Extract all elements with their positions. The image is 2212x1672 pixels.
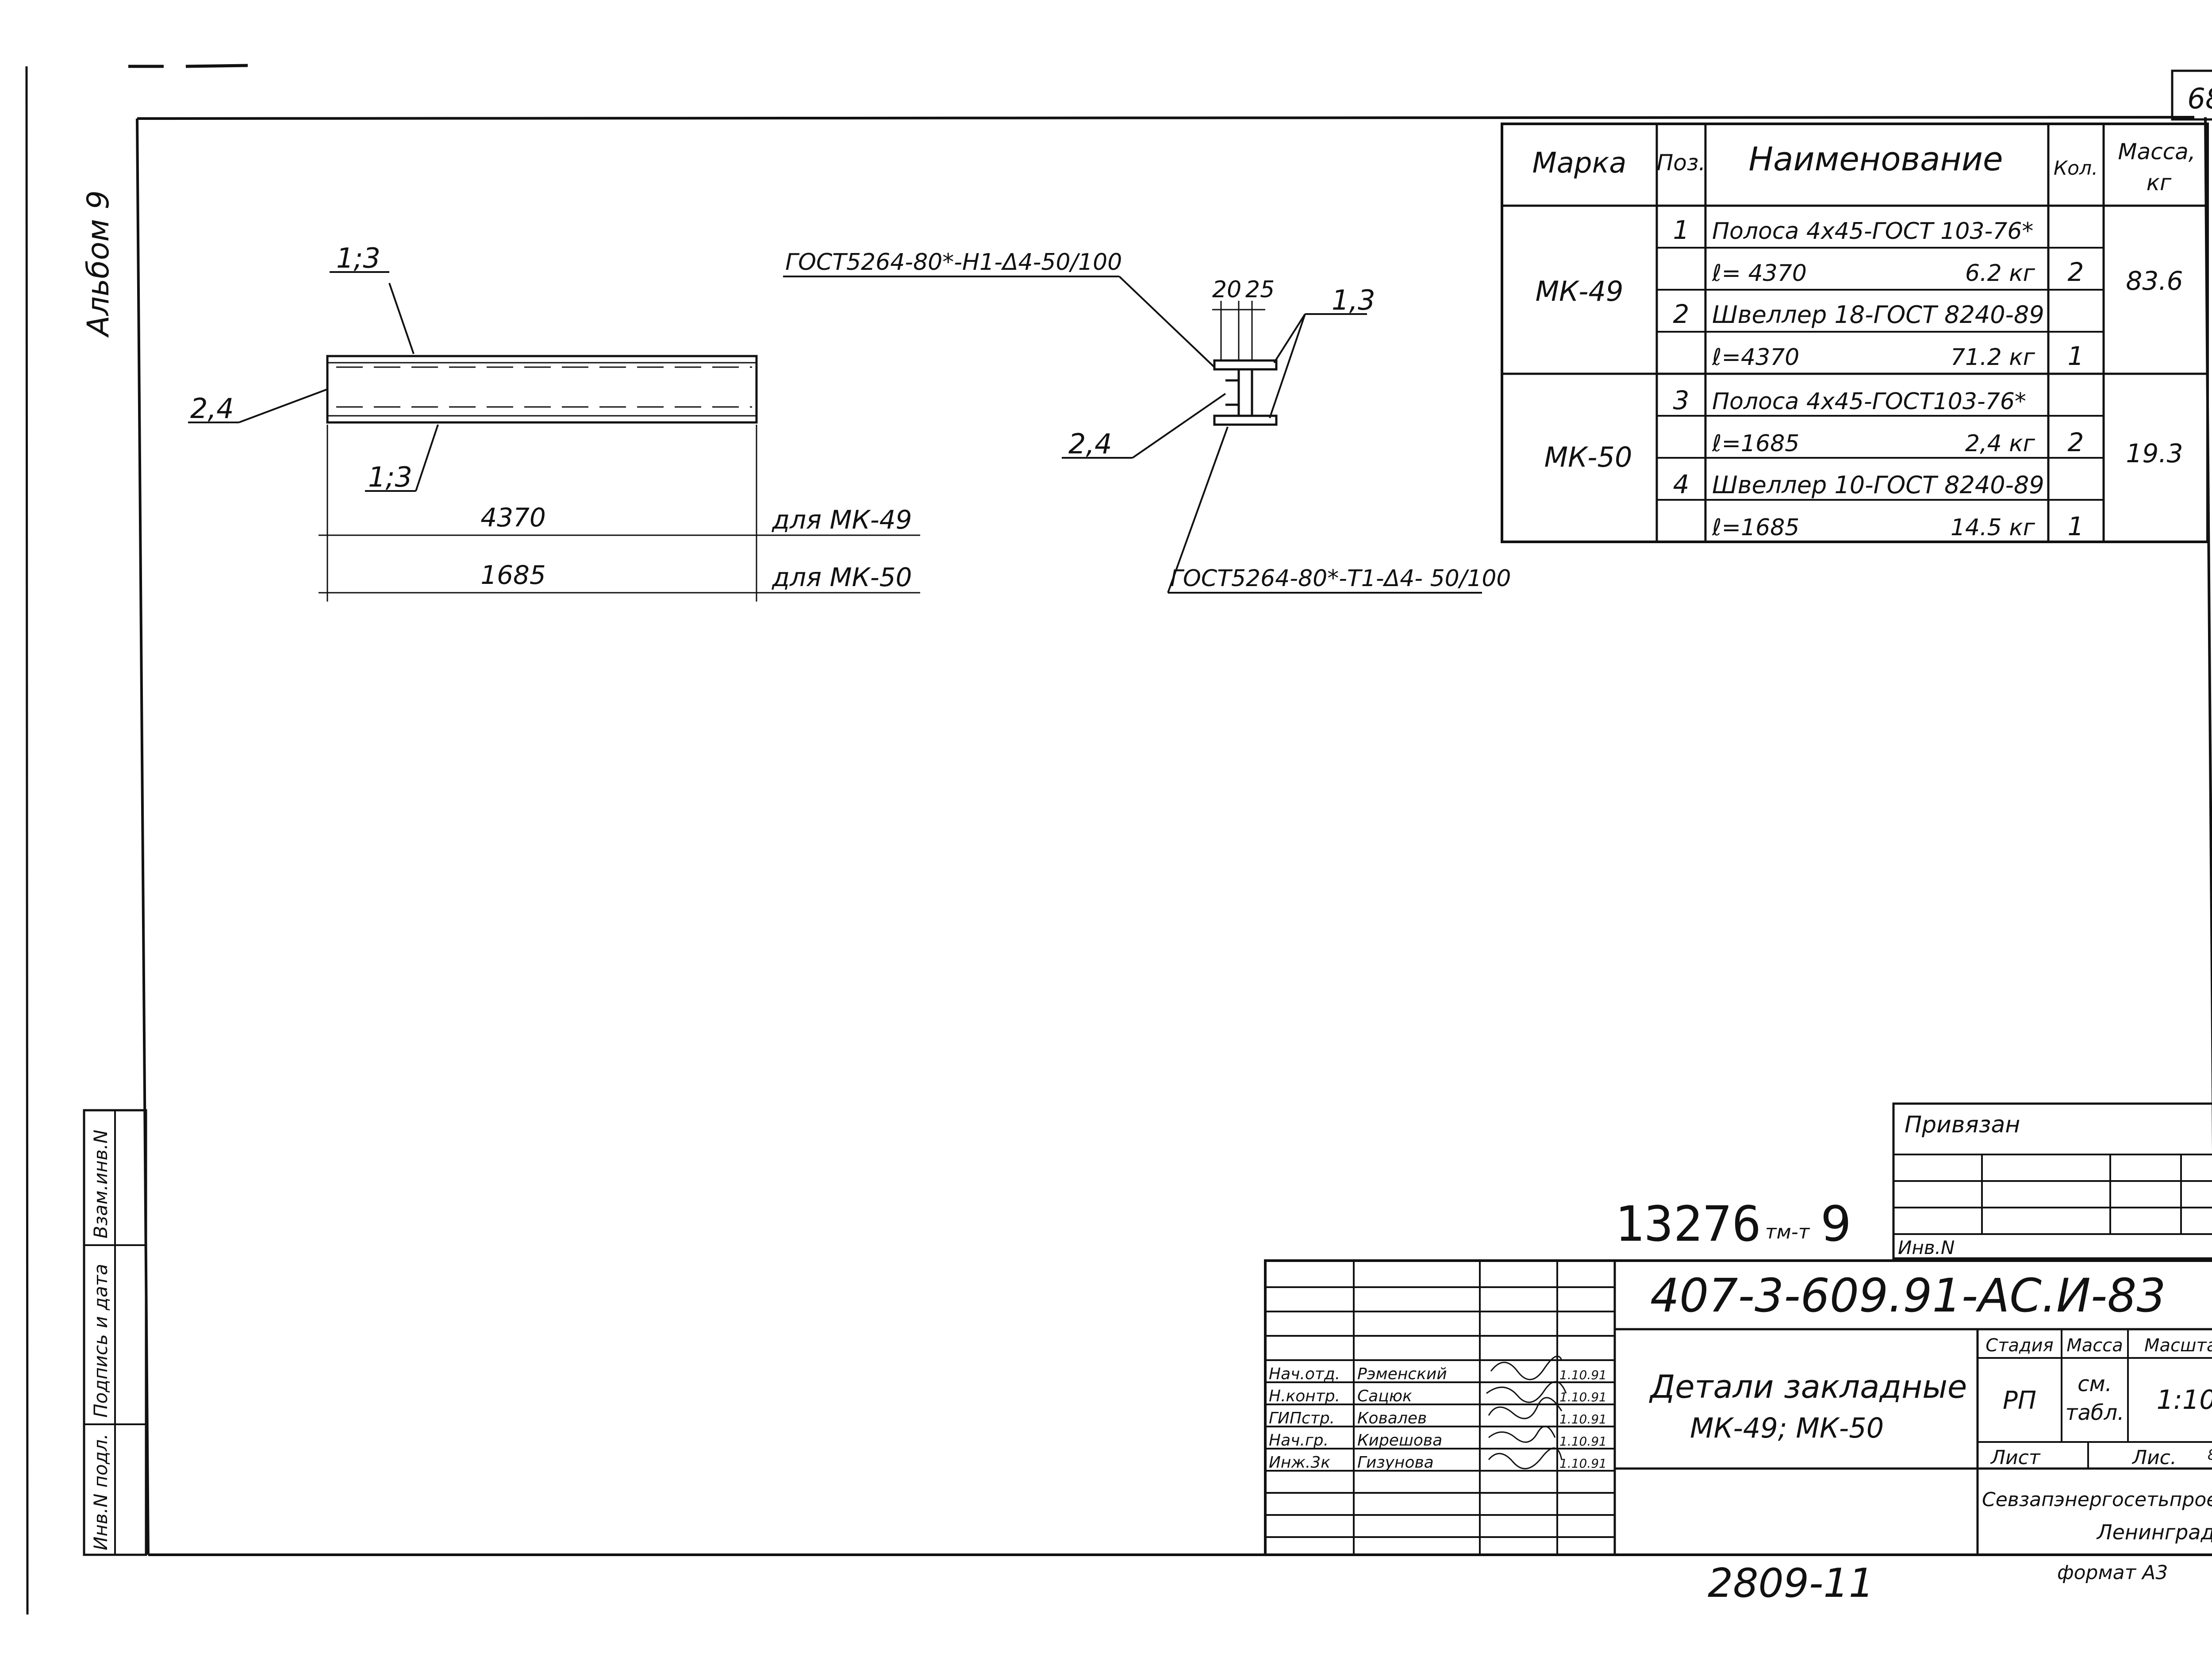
signature-date: 1.10.91 <box>1559 1434 1607 1449</box>
album-label: Альбом 9 <box>81 190 116 338</box>
signature-row: Инж.3к Гизунова 1.10.91 <box>1269 1453 1607 1472</box>
spec-row-weight: 6.2 кг <box>1965 260 2035 287</box>
spec-mass-mk49: 83.6 <box>2126 266 2183 296</box>
spec-row-pos: 3 <box>1673 385 1690 415</box>
binding-inv-label: Инв.N <box>1898 1237 1955 1258</box>
signature-date: 1.10.91 <box>1559 1390 1607 1404</box>
section-pos-2-4: 2,4 <box>1068 428 1112 460</box>
spec-row-weight: 2,4 кг <box>1965 430 2035 457</box>
signature-role: Н.контр. <box>1269 1387 1340 1405</box>
handwritten-digit: 9 <box>1820 1196 1851 1252</box>
spec-row-name: Швеллер 18-ГОСТ 8240-89 <box>1712 301 2044 329</box>
spec-row-qty: 2 <box>2068 257 2084 287</box>
spec-row-name: Полоса 4х45-ГОСТ103-76* <box>1712 388 2026 415</box>
signature-row: Н.контр. Сацюк 1.10.91 <box>1269 1387 1607 1405</box>
weld-label-side: 2,4 <box>190 392 234 425</box>
signature-name: Гизунова <box>1357 1453 1434 1472</box>
left-strip-cell: Взам.инв.N <box>90 1130 111 1239</box>
spec-header-qty: Кол. <box>2054 157 2098 180</box>
mass-value-2: табл. <box>2066 1400 2124 1425</box>
spec-row-name: Швеллер 10-ГОСТ 8240-89 <box>1712 471 2044 499</box>
spec-mark-mk50: МК-50 <box>1544 441 1632 473</box>
archive-number: 2809-11 <box>1708 1560 1874 1607</box>
spec-row-weight: 71.2 кг <box>1951 344 2035 371</box>
title-block-grid <box>1264 1259 2212 1556</box>
signature-role: Нач.отд. <box>1269 1365 1340 1383</box>
dimension-4370-note: для МК-49 <box>772 505 912 535</box>
spec-row-pos: 1 <box>1673 215 1690 245</box>
left-inventory-strip <box>83 1109 147 1556</box>
section-gost-top: ГОСТ5264-80*-Н1-Δ4-50/100 <box>785 249 1122 276</box>
handwritten-suffix: тм-т <box>1765 1221 1810 1243</box>
section-view <box>783 276 1482 594</box>
organization-city: Ленинград <box>2096 1520 2212 1544</box>
dimension-4370: 4370 <box>480 502 546 533</box>
signature-name: Сацюк <box>1357 1387 1412 1405</box>
spec-row-name: ℓ=1685 <box>1712 430 1799 457</box>
signature-name: Кирешова <box>1357 1431 1442 1450</box>
dimension-1685: 1685 <box>480 560 546 590</box>
section-dim-25: 25 <box>1245 276 1275 303</box>
weld-label-bottom: 1;3 <box>368 461 412 493</box>
spec-row-name: ℓ=1685 <box>1712 514 1799 541</box>
stage-label: Стадия <box>1985 1335 2053 1356</box>
weld-label-top: 1;3 <box>336 242 380 274</box>
spec-row-name: ℓ= 4370 <box>1712 260 1807 287</box>
left-strip-cell: Подпись и дата <box>90 1264 111 1418</box>
scale-value: 1:10 <box>2157 1384 2212 1415</box>
spec-mass-mk50: 19.3 <box>2126 438 2183 468</box>
page-number: 68 <box>2187 83 2212 115</box>
signature-row: Нач.гр. Кирешова 1.10.91 <box>1269 1431 1607 1450</box>
handwritten-number: 13276 <box>1615 1196 1761 1252</box>
stage-value: РП <box>2003 1386 2036 1415</box>
left-elevation-view <box>188 271 920 602</box>
drawing-title-line1: Детали закладные <box>1649 1368 1967 1405</box>
mass-label: Масса <box>2066 1335 2123 1356</box>
spec-row-name: Полоса 4х45-ГОСТ 103-76* <box>1712 218 2033 245</box>
spec-row-qty: 1 <box>2068 511 2084 541</box>
sheet-label: Лист <box>1990 1446 2041 1469</box>
spec-header-mass: Масса, <box>2118 139 2195 165</box>
binding-block <box>1892 1102 2212 1260</box>
format-label: формат А3 <box>2057 1561 2168 1584</box>
organization-name: Севзапэнергосетьпроект <box>1982 1488 2212 1511</box>
spec-header-name: Наименование <box>1748 140 2003 178</box>
scale-label: Масштаб <box>2144 1335 2212 1356</box>
signature-date: 1.10.91 <box>1559 1456 1607 1471</box>
spec-row-qty: 1 <box>2068 341 2084 371</box>
signature-row: Нач.отд. Рэменский 1.10.91 <box>1269 1365 1607 1383</box>
mass-value-1: см. <box>2078 1372 2112 1396</box>
spec-row-qty: 2 <box>2068 427 2084 457</box>
spec-header-mass-unit: кг <box>2147 170 2172 196</box>
spec-header-pos: Поз. <box>1657 150 1706 176</box>
spec-row-name: ℓ=4370 <box>1712 344 1799 371</box>
sheets-value: 8 <box>2208 1446 2212 1463</box>
signature-scribbles <box>1486 1355 1567 1469</box>
signature-date: 1.10.91 <box>1559 1412 1607 1427</box>
spec-header-mark: Марка <box>1532 147 1627 180</box>
section-pos-1-3: 1,3 <box>1332 284 1375 316</box>
binding-title: Привязан <box>1905 1112 2020 1138</box>
drawing-title-line2: МК-49; МК-50 <box>1690 1412 1884 1444</box>
section-dim-20: 20 <box>1212 276 1241 303</box>
spec-row-pos: 4 <box>1673 469 1690 499</box>
document-code: 407-3-609.91-АС.И-83 <box>1650 1269 2166 1323</box>
spec-table-grid <box>1501 123 2209 543</box>
section-gost-bottom: ГОСТ5264-80*-Т1-Δ4- 50/100 <box>1170 565 1511 592</box>
spec-mark-mk49: МК-49 <box>1536 275 1624 307</box>
signature-date: 1.10.91 <box>1559 1368 1607 1382</box>
dimension-1685-note: для МК-50 <box>772 562 912 592</box>
signature-role: Нач.гр. <box>1269 1431 1329 1450</box>
signature-row: ГИПстр. Ковалев 1.10.91 <box>1269 1409 1607 1427</box>
signature-role: ГИПстр. <box>1269 1409 1335 1427</box>
spec-row-pos: 2 <box>1673 299 1690 329</box>
signature-role: Инж.3к <box>1269 1453 1330 1472</box>
spec-row-weight: 14.5 кг <box>1951 514 2035 541</box>
signature-name: Рэменский <box>1357 1365 1447 1383</box>
sheets-label: Лис. <box>2131 1446 2177 1469</box>
signature-name: Ковалев <box>1357 1409 1427 1427</box>
left-strip-cell: Инв.N подл. <box>90 1434 111 1550</box>
